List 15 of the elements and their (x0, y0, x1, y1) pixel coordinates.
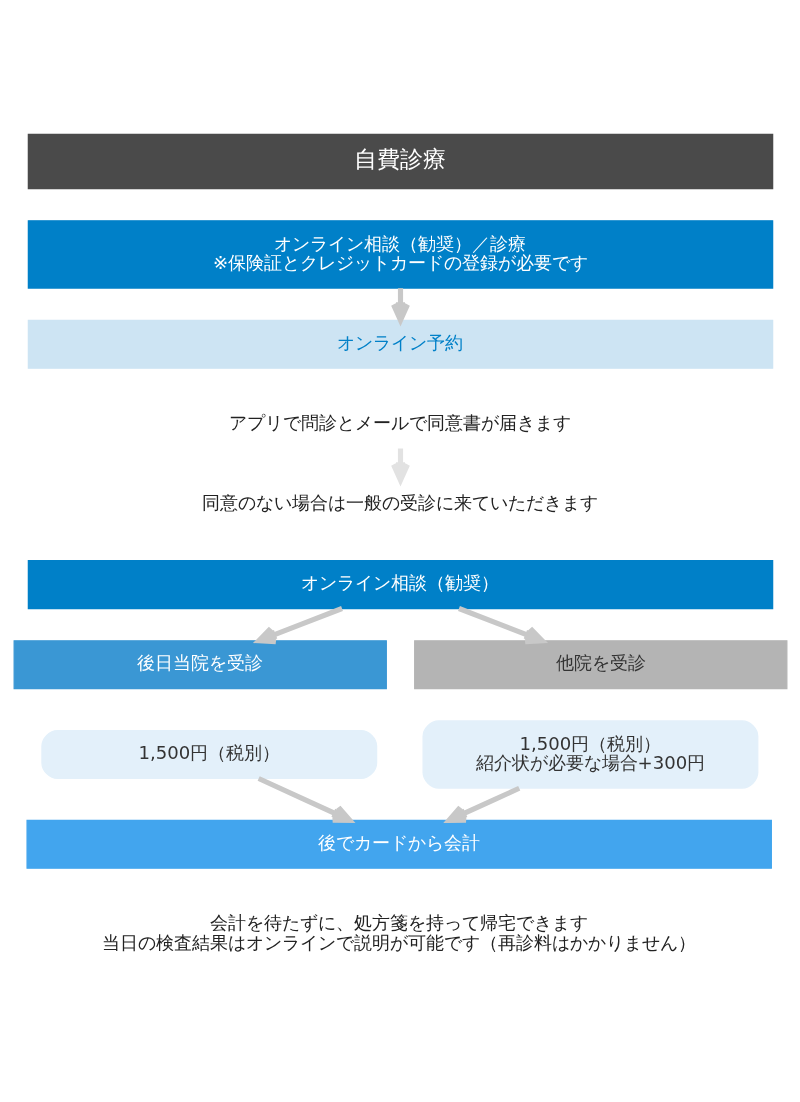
diagram-title: 自費診療 (354, 145, 446, 173)
node-box: オンライン予約 (27, 319, 773, 369)
node-box: 後日当院を受診 (13, 640, 387, 690)
node-box: 他院を受診 (413, 640, 787, 690)
arrow (457, 606, 545, 645)
label: 会計を待たずに、処方箋を持って帰宅できます (209, 912, 588, 934)
node-box: オンライン相談（勧奨）／診療 ※保険証とクレジットカードの登録が必要です (27, 220, 773, 289)
node-text: アプリで問診とメールで同意書が届きます (229, 412, 571, 434)
node-box: オンライン相談（勧奨） (27, 560, 773, 610)
arrow (445, 785, 520, 823)
node-box: 後でカードから会計 (25, 819, 772, 869)
arrow (255, 606, 343, 645)
node-box: 1,500円（税別） (40, 729, 377, 780)
node-box: 1,500円（税別） 紹介状が必要な場合+300円 (421, 720, 758, 789)
node-text: 同意のない場合は一般の受診に来ていただきます (202, 492, 598, 514)
